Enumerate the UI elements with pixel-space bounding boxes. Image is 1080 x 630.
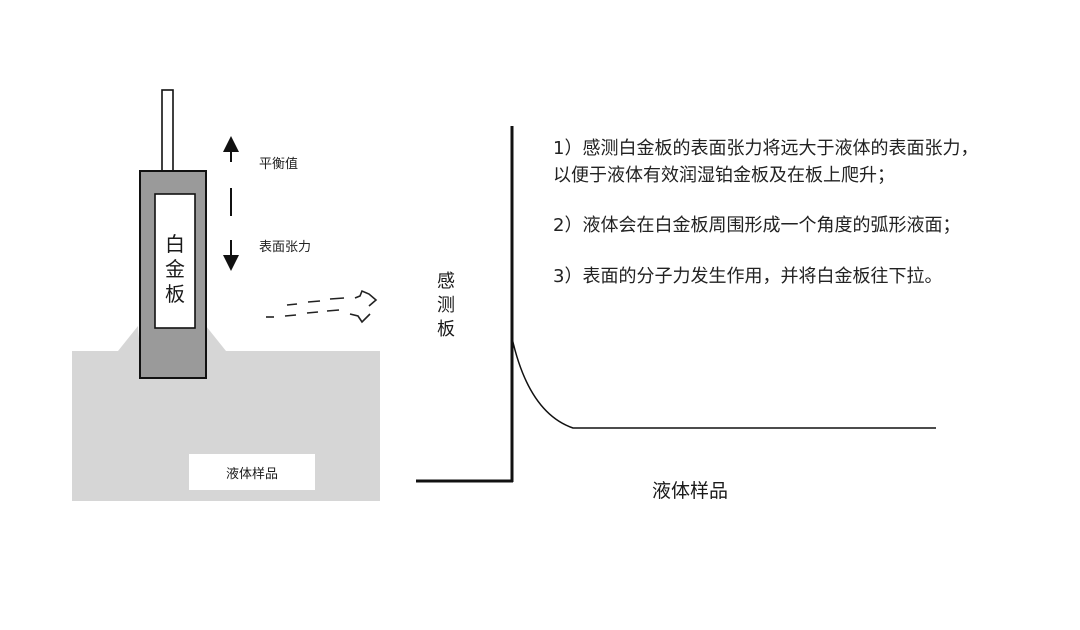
- y-label-char: 测: [437, 295, 455, 316]
- plate-label-char: 金: [165, 257, 185, 281]
- graph-x-label: 液体样品: [652, 480, 729, 502]
- equilibrium-label: 平衡值: [259, 157, 299, 172]
- y-label-char: 板: [437, 319, 455, 340]
- note-1-line-1: 1）感测白金板的表面张力将远大于液体的表面张力，: [553, 138, 979, 159]
- surface-tension-label: 表面张力: [259, 240, 312, 255]
- force-arrows: [223, 136, 239, 271]
- arrow-up-icon: [223, 136, 239, 152]
- graph-y-label: 感 测 板: [434, 270, 458, 342]
- y-label-char: 感: [437, 271, 455, 292]
- dashed-arrow-icon: [266, 289, 378, 324]
- note-2: 2）液体会在白金板周围形成一个角度的弧形液面；: [553, 215, 961, 236]
- note-3: 3）表面的分子力发生作用，并将白金板往下拉。: [553, 266, 943, 287]
- platinum-plate: [154, 193, 196, 329]
- arrow-down-icon: [223, 255, 239, 271]
- suspension-rod: [161, 89, 174, 173]
- liquid-sample-label: 液体样品: [189, 454, 315, 490]
- note-1-line-2: 以便于液体有效润湿铂金板及在板上爬升；: [553, 165, 895, 186]
- meniscus-curve: [511, 337, 936, 429]
- plate-label-char: 板: [165, 282, 185, 306]
- plate-label-char: 白: [165, 232, 185, 256]
- platinum-plate-label: 白 金 板: [155, 232, 195, 307]
